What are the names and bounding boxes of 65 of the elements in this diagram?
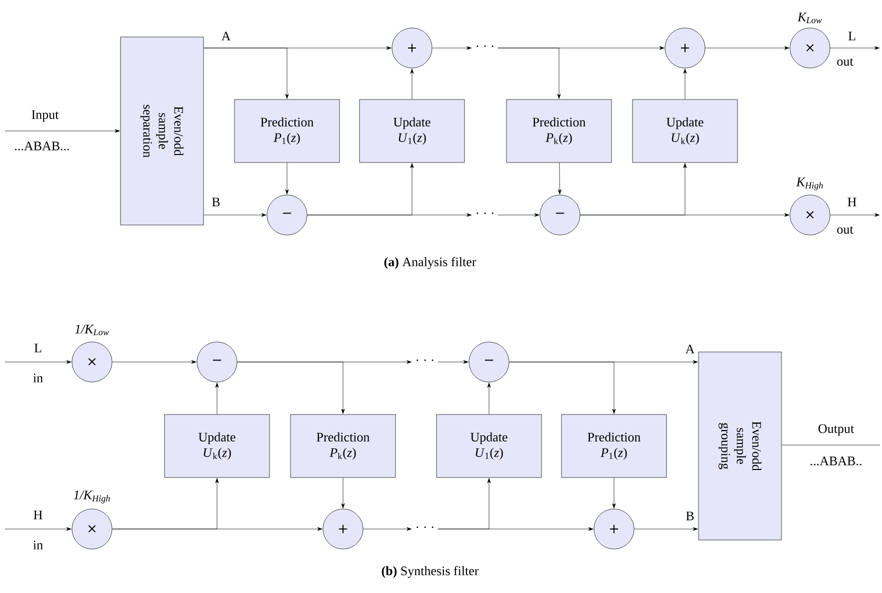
gain-label: 1/K$_{High}$ [74, 490, 110, 504]
arrow [830, 213, 880, 217]
signal-label: ...ABAB.. [810, 456, 862, 466]
filter-box: Update U$_{1}$(z) [359, 99, 465, 163]
arrow [285, 162, 289, 194]
arrow [4, 129, 120, 133]
edge-label: H [846, 196, 858, 208]
sample-block: Even/odd sample separation [120, 36, 204, 226]
signal-label: out [837, 226, 854, 234]
arrow [634, 527, 698, 531]
ellipsis: · · · [416, 526, 434, 528]
arrow [509, 362, 616, 414]
ellipsis: · · · [476, 212, 494, 214]
caption: (a) Analysis filter [384, 257, 476, 269]
arrow [307, 213, 472, 217]
arrow [363, 527, 412, 531]
edge-label: Input [30, 109, 60, 123]
arrow [580, 213, 790, 217]
sample-block: Even/odd sample grouping [698, 352, 782, 540]
arrow [204, 48, 289, 99]
arrow [683, 68, 687, 100]
arrow [4, 527, 72, 531]
arrow [341, 478, 345, 508]
arrow [410, 68, 414, 100]
ellipsis: · · · [476, 45, 494, 47]
arrow [432, 46, 472, 50]
filter-box: Prediction P$_{k}$(z) [290, 414, 396, 478]
edge-label: Output [816, 423, 856, 437]
arrow [4, 360, 72, 364]
filter-box: Update U$_{k}$(z) [164, 414, 270, 478]
arrow [438, 360, 468, 364]
arrow [487, 382, 491, 414]
arrow [112, 360, 196, 364]
signal-label: out [837, 58, 854, 66]
edge-label: L [847, 30, 857, 42]
arrow [498, 48, 561, 99]
arrow [612, 478, 616, 508]
arrow [215, 382, 219, 414]
arrow [237, 362, 345, 414]
arrow [830, 46, 880, 50]
arrow [112, 527, 322, 531]
signal-label: in [33, 374, 43, 382]
caption: (b) Synthesis filter [382, 566, 479, 578]
signal-label: ...ABAB... [15, 142, 69, 150]
arrow [705, 46, 790, 50]
filter-box: Update U$_{1}$(z) [436, 414, 542, 478]
arrow [498, 213, 540, 217]
edge-label: H [32, 510, 44, 520]
filter-box: Prediction P$_{1}$(z) [561, 414, 667, 478]
edge-label: A [220, 30, 232, 42]
arrow [204, 213, 266, 217]
gain-label: K$_{High}$ [796, 178, 823, 190]
gain-label: K$_{Low}$ [797, 12, 822, 24]
edge-label: B [684, 510, 696, 522]
arrow [438, 527, 594, 531]
gain-label: 1/K$_{Low}$ [75, 324, 109, 336]
filter-box: Prediction P$_{1}$(z) [234, 99, 340, 163]
filter-box: Prediction P$_{k}$(z) [506, 99, 612, 163]
filter-box: Update U$_{k}$(z) [632, 99, 738, 163]
signal-label: in [33, 540, 43, 550]
edge-label: L [33, 342, 43, 354]
edge-label: A [684, 344, 696, 354]
edge-label: B [210, 196, 222, 208]
ellipsis: · · · [416, 359, 434, 361]
arrow [558, 162, 562, 194]
